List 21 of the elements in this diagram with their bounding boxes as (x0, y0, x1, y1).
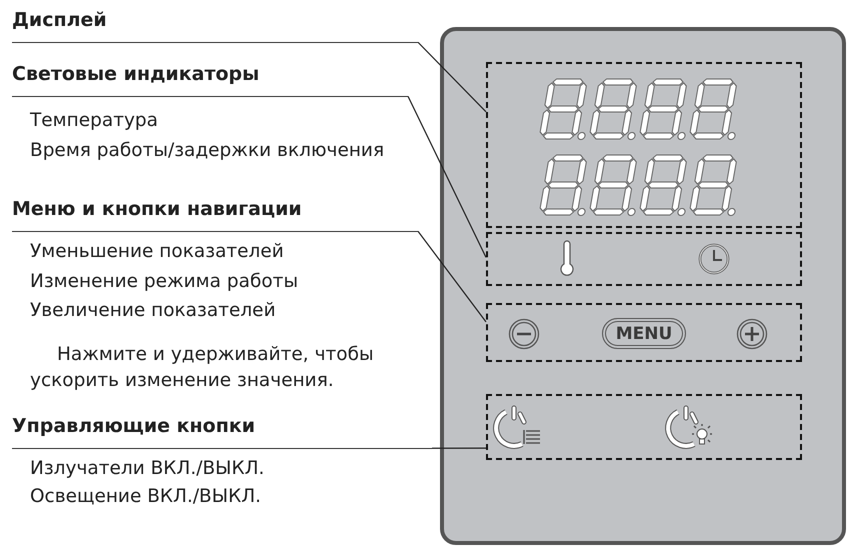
description-text: Увеличение показателей (30, 299, 276, 323)
section-heading: Меню и кнопки навигации (12, 197, 418, 232)
description-text: Излучатели ВКЛ./ВЫКЛ. (30, 457, 264, 481)
leader-line (407, 96, 487, 258)
description-text: Нажмите и удерживайте, чтобы ускорить изменение значения. (30, 343, 375, 393)
menu-button: MENU (602, 318, 686, 349)
dashed-region (486, 303, 802, 362)
description-text: Уменьшение показателей (30, 240, 284, 264)
dashed-region (486, 232, 802, 286)
leader-line (418, 230, 486, 322)
description-text: Температура (30, 109, 158, 133)
dashed-region (486, 394, 802, 460)
section-heading: Управляющие кнопки (12, 414, 432, 449)
section-heading: Световые индикаторы (12, 62, 408, 97)
dashed-region (486, 62, 802, 228)
description-text: Время работы/задержки включения (30, 139, 384, 163)
leader-line (432, 448, 486, 449)
leader-line (418, 42, 486, 112)
description-text: Изменение режима работы (30, 270, 298, 294)
section-heading: Дисплей (12, 8, 418, 43)
description-text: Освещение ВКЛ./ВЫКЛ. (30, 485, 261, 509)
